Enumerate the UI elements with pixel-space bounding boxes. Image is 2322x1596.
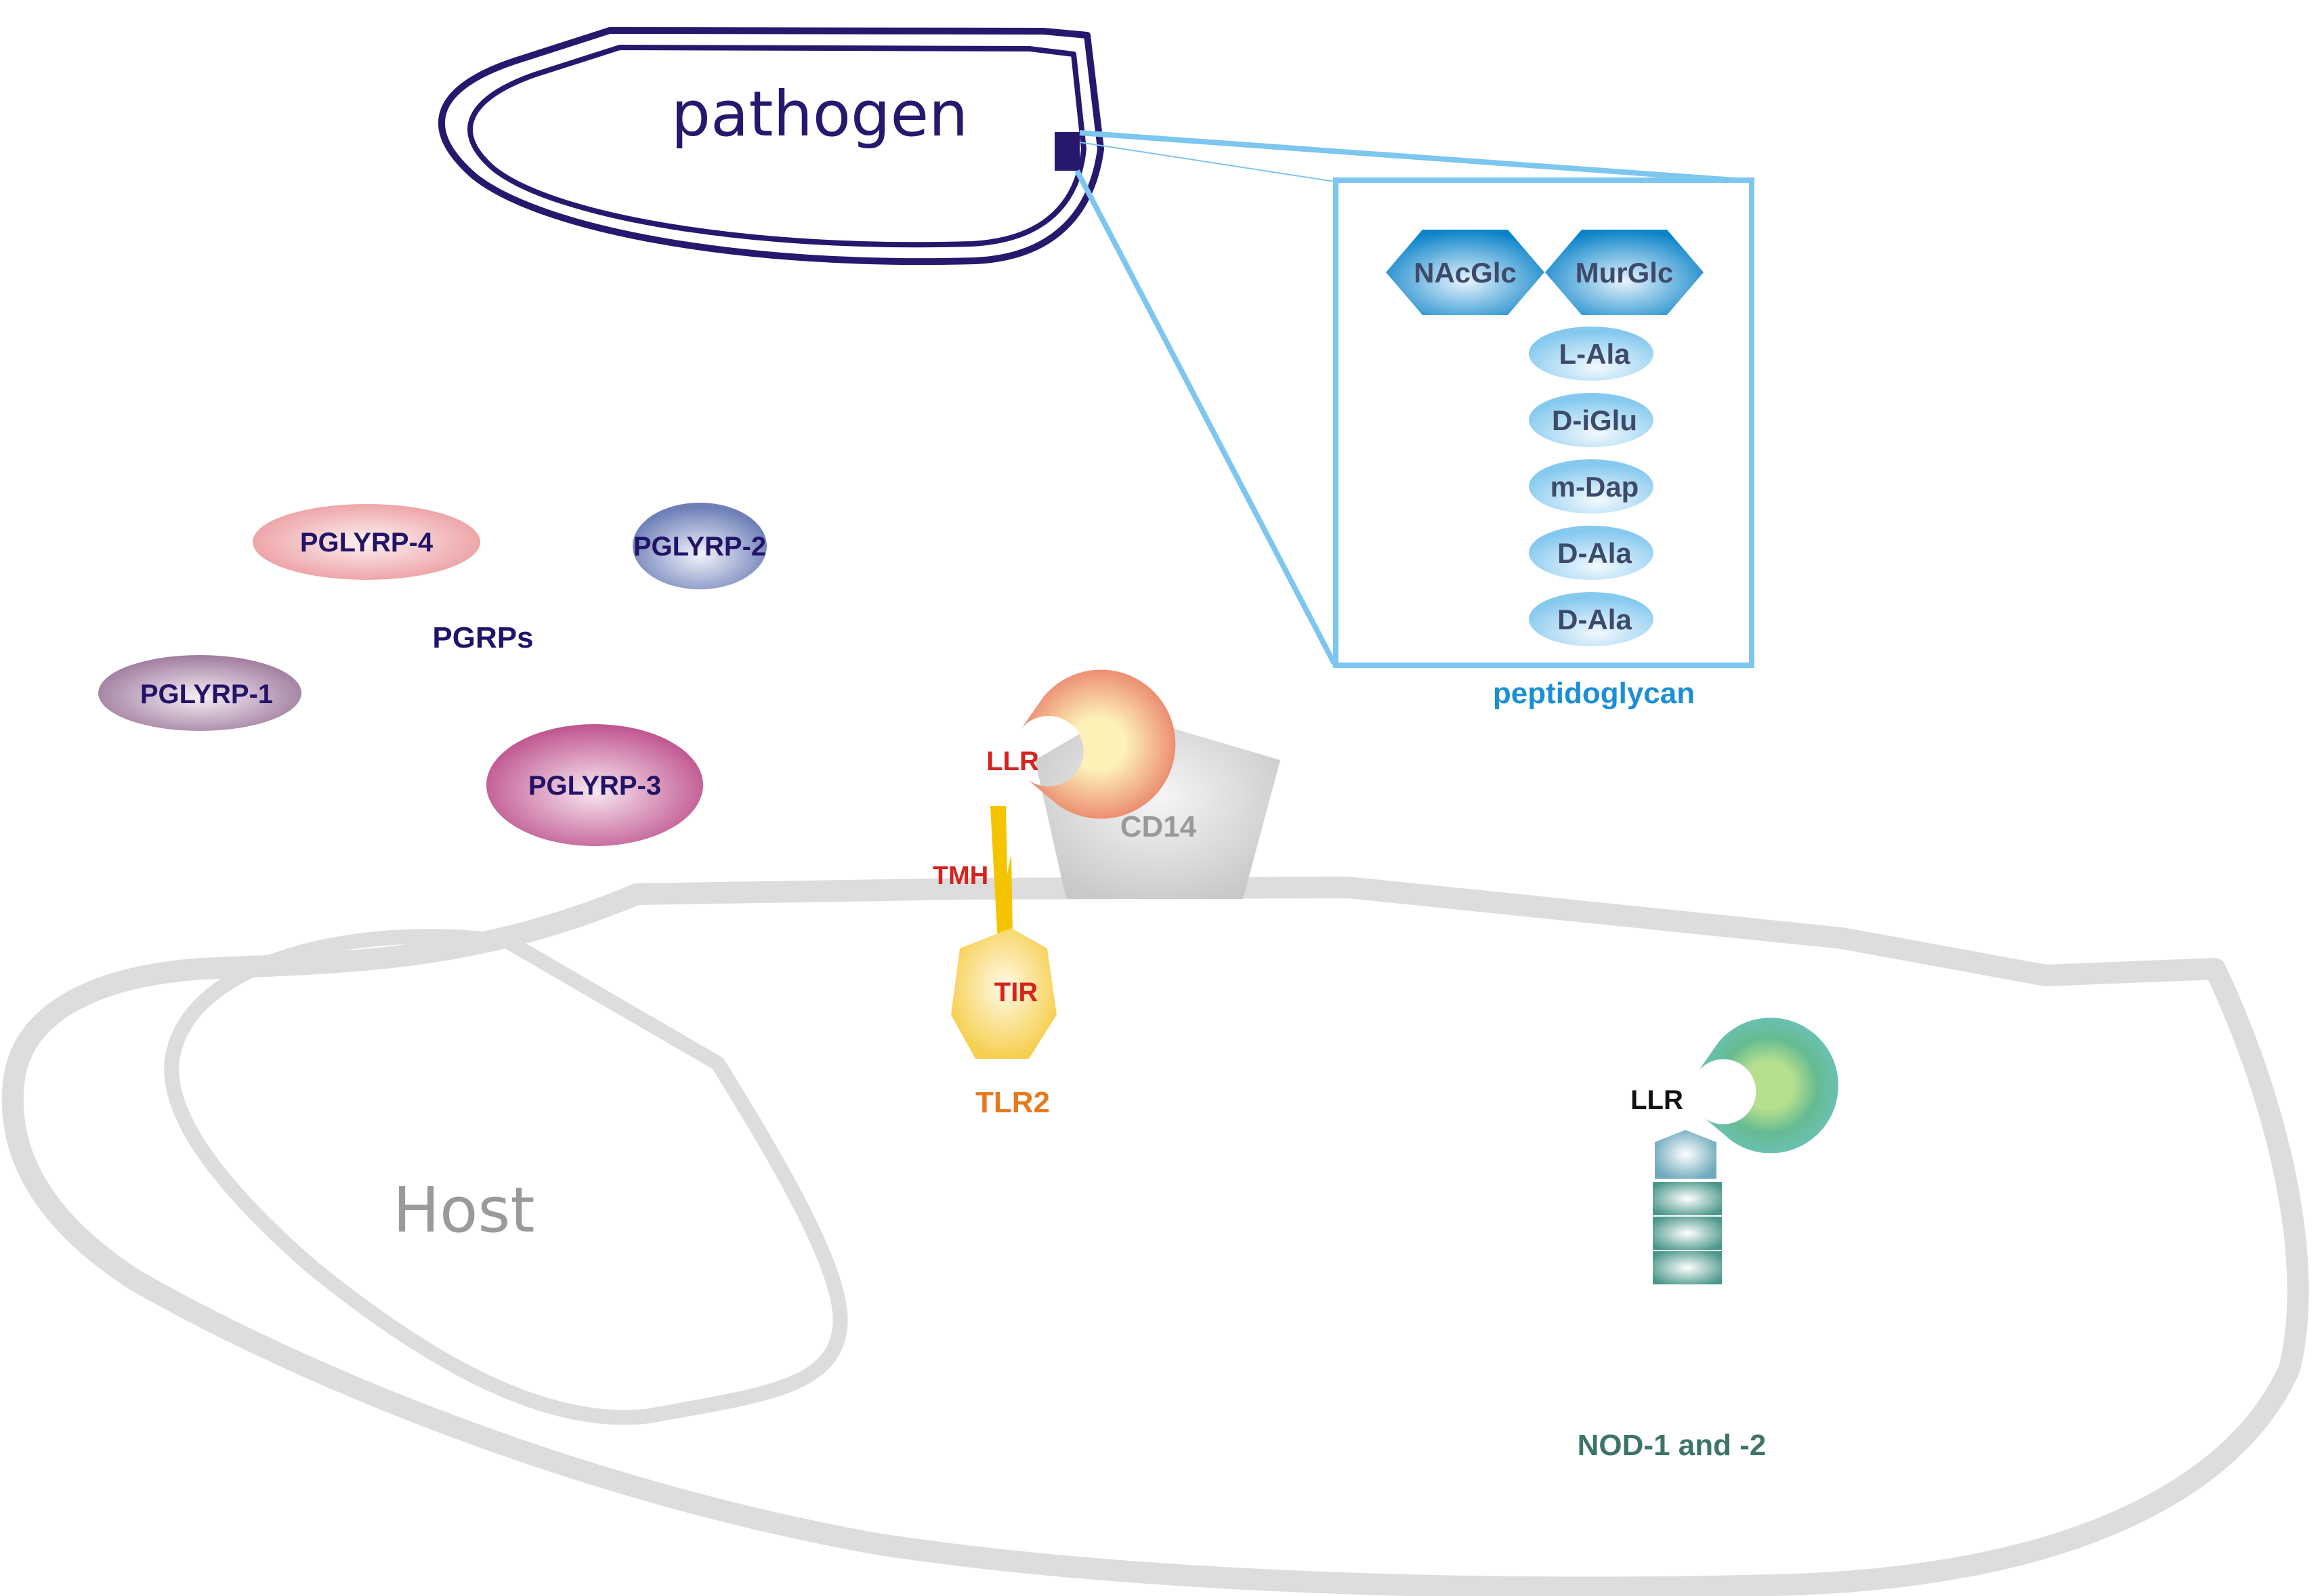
pathogen-outer-wall (438, 27, 1104, 266)
peptide-ellipse (1529, 327, 1653, 381)
sugar-label: NAcGlc (1414, 257, 1517, 289)
host-cell: Host (1, 877, 2309, 1596)
sugar-hexagon (1545, 230, 1704, 315)
tlr2-tmh-label: TMH (933, 862, 988, 890)
peptide-ellipse (1529, 526, 1653, 580)
pglyrp-3-ellipse (486, 724, 703, 846)
pglyrp-3: PGLYRP-3 (486, 724, 703, 846)
cd14-label: CD14 (1120, 810, 1197, 843)
nod-card-box (1653, 1182, 1722, 1215)
pgrps-group-label: PGRPs (432, 621, 533, 654)
tlr2-tir-label: TIR (994, 978, 1038, 1007)
host-label: Host (393, 1174, 534, 1246)
sugar-label: MurGlc (1576, 257, 1674, 289)
peptide-ellipse (1529, 592, 1653, 646)
pathogen-label: pathogen (671, 78, 969, 150)
peptide-label: D-Ala (1557, 537, 1632, 569)
pathogen-inner-wall (467, 45, 1086, 248)
peptidoglycan-title: peptidoglycan (1493, 677, 1695, 710)
pglyrp-2-label: PGLYRP-2 (633, 532, 766, 562)
sugar-backbone: NAcGlc MurGlc (1386, 230, 1704, 315)
nod-receptor: LLR NOD-1 and -2 (1578, 1017, 1838, 1462)
pathogen-wall-zoom-marker (1055, 132, 1080, 171)
peptide-ellipse (1529, 459, 1653, 513)
nod-name: NOD-1 and -2 (1578, 1429, 1767, 1462)
sugar-murglc: MurGlc (1545, 230, 1704, 315)
pglyrp-2: PGLYRP-2 (633, 503, 767, 589)
sugar-nacglc: NAcGlc (1386, 230, 1544, 315)
nod-nbd-domain (1655, 1130, 1716, 1179)
zoom-line-top (1079, 130, 1755, 184)
peptide-label: D-iGlu (1552, 404, 1637, 436)
pglyrp-1-label: PGLYRP-1 (140, 679, 273, 709)
host-nucleus-membrane (164, 929, 848, 1425)
pgrp-family: PGLYRP-4 PGLYRP-2 PGRPs PGLYRP-1 PGLYRP-… (98, 503, 767, 846)
nod-card-box (1653, 1251, 1722, 1284)
tlr2-llr-label: LLR (986, 747, 1039, 776)
host-plasma-membrane (1, 877, 2309, 1596)
zoom-connector (1074, 130, 1755, 665)
nod-card-domains (1653, 1182, 1722, 1284)
pglyrp-1: PGLYRP-1 (98, 655, 301, 731)
peptide-ellipse (1529, 393, 1653, 447)
pglyrp-3-label: PGLYRP-3 (528, 771, 661, 801)
pglyrp-1-ellipse (98, 655, 301, 731)
tlr2-llr-domain (1021, 669, 1176, 819)
peptide-label: m-Dap (1550, 471, 1639, 503)
nod-llr-label: LLR (1630, 1085, 1683, 1115)
peptide-d-ala: D-Ala (1529, 592, 1653, 646)
tlr2-name: TLR2 (975, 1086, 1050, 1119)
tlr2-tmh-stalk (990, 806, 1013, 943)
pglyrp-4: PGLYRP-4 (253, 504, 480, 580)
pglyrp-4-ellipse (253, 504, 480, 580)
peptide-m-dap: m-Dap (1529, 459, 1653, 513)
zoom-line-bottom (1074, 169, 1337, 665)
peptide-label: D-Ala (1557, 604, 1632, 635)
zoom-line-thin (1079, 142, 1335, 182)
tlr2-tir-domain (951, 928, 1057, 1059)
pglyrp-2-ellipse (633, 503, 767, 589)
pglyrp-4-label: PGLYRP-4 (300, 528, 434, 558)
pathogen: pathogen (438, 27, 1104, 266)
nod-card-box (1653, 1217, 1722, 1250)
peptide-d-iglu: D-iGlu (1529, 393, 1653, 447)
tlr2: LLR TMH TIR TLR2 (933, 669, 1176, 1119)
nod-llr-domain (1698, 1017, 1838, 1154)
peptide-l-ala: L-Ala (1529, 327, 1653, 381)
sugar-hexagon (1386, 230, 1544, 315)
peptide-d-ala: D-Ala (1529, 526, 1653, 580)
peptide-label: L-Ala (1559, 338, 1631, 370)
